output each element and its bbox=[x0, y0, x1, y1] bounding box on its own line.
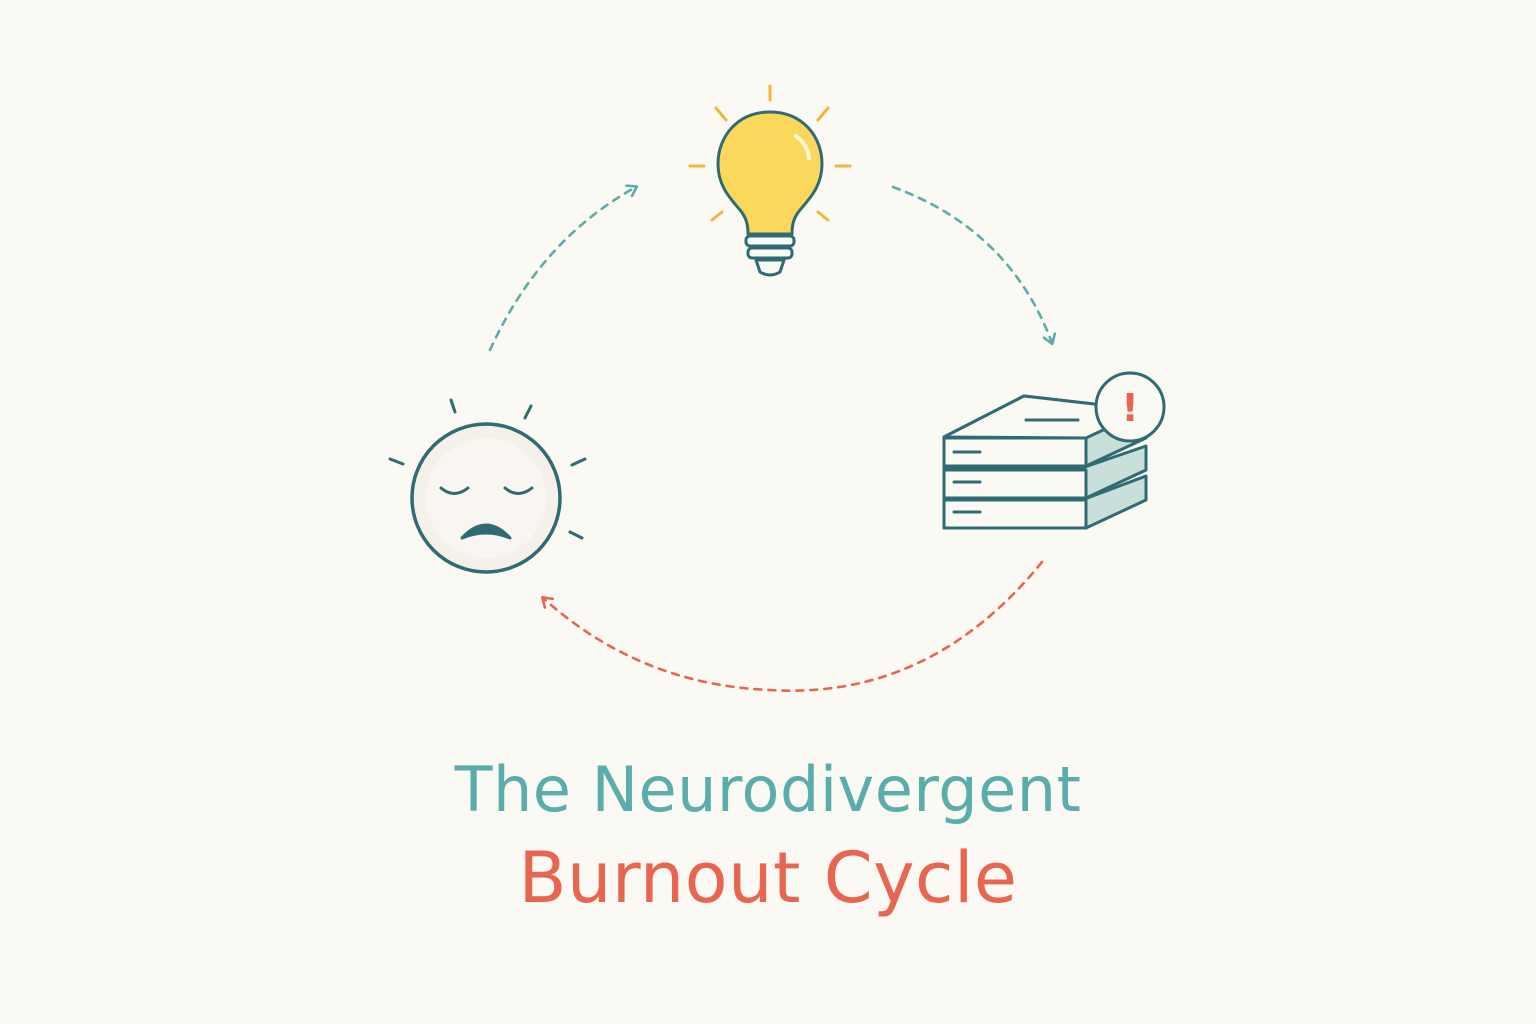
tired-face-icon bbox=[388, 398, 587, 574]
lightbulb-icon bbox=[688, 84, 852, 277]
alert-badge-mark: ! bbox=[1121, 386, 1138, 430]
arrow-papers-to-face bbox=[543, 560, 1044, 692]
stacked-papers-icon bbox=[942, 371, 1166, 530]
title-line-1: The Neurodivergent bbox=[454, 753, 1082, 826]
title-line-2: Burnout Cycle bbox=[518, 837, 1018, 919]
arrow-bulb-to-papers bbox=[891, 185, 1052, 343]
arrow-face-to-bulb bbox=[488, 187, 636, 352]
title-block: The Neurodivergent Burnout Cycle bbox=[0, 750, 1536, 924]
alert-badge bbox=[1094, 371, 1166, 443]
